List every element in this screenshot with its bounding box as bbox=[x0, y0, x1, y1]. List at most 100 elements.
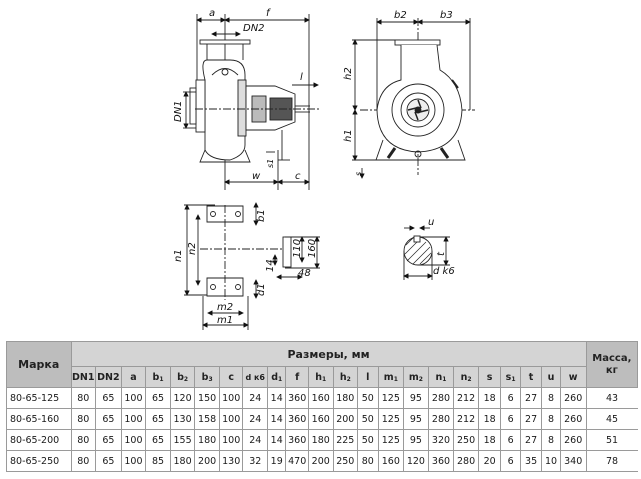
value-cell: 360 bbox=[427, 450, 455, 472]
value-cell: 80 bbox=[70, 450, 97, 472]
column-header-base: s bbox=[505, 371, 512, 383]
column-header-sub: 3 bbox=[208, 375, 213, 383]
column-header-sub: 2 bbox=[346, 375, 351, 383]
value-cell: 130 bbox=[169, 408, 196, 430]
column-header-sub: 1 bbox=[322, 375, 327, 383]
value-cell: 260 bbox=[559, 387, 587, 409]
dim-s: s bbox=[354, 172, 363, 176]
column-header: n1 bbox=[427, 366, 455, 388]
dim-m2: m2 bbox=[217, 302, 233, 313]
value-cell: 18 bbox=[477, 408, 502, 430]
value-cell: 80 bbox=[70, 429, 97, 451]
value-cell: 180 bbox=[307, 429, 334, 451]
value-cell: 8 bbox=[541, 408, 561, 430]
column-header: DN1 bbox=[70, 366, 97, 388]
dim-160: 160 bbox=[307, 239, 318, 258]
model-cell: 80-65-200 bbox=[6, 429, 72, 451]
dim-t: t bbox=[436, 251, 447, 256]
dim-f: f bbox=[266, 8, 271, 19]
dim-dk6: d k6 bbox=[433, 266, 455, 277]
value-cell: 470 bbox=[285, 450, 309, 472]
column-header-base: u bbox=[547, 371, 555, 383]
value-cell: 14 bbox=[267, 429, 287, 451]
column-header: b3 bbox=[194, 366, 220, 388]
column-header-sub: 1 bbox=[511, 375, 516, 383]
drawing-canvas: a f DN2 DN1 l w c s1 bbox=[173, 8, 475, 330]
technical-drawings: a f DN2 DN1 l w c s1 bbox=[173, 8, 475, 330]
column-header: m2 bbox=[403, 366, 429, 388]
column-header-sub: 1 bbox=[393, 375, 398, 383]
value-cell: 24 bbox=[242, 429, 269, 451]
dim-b2: b2 bbox=[394, 10, 407, 21]
value-cell: 100 bbox=[218, 408, 244, 430]
value-cell: 50 bbox=[357, 429, 379, 451]
value-cell: 65 bbox=[95, 429, 122, 451]
value-cell: 65 bbox=[95, 408, 122, 430]
value-cell: 150 bbox=[194, 387, 220, 409]
column-header: s1 bbox=[500, 366, 521, 388]
dim-n1: n1 bbox=[173, 249, 184, 262]
column-header-sub: 2 bbox=[418, 375, 423, 383]
column-header-base: h bbox=[315, 371, 323, 383]
column-header-sub: 2 bbox=[467, 375, 472, 383]
value-cell: 250 bbox=[453, 429, 479, 451]
dim-m1: m1 bbox=[217, 315, 233, 326]
value-cell: 80 bbox=[357, 450, 379, 472]
dim-s1: s1 bbox=[266, 159, 275, 168]
value-cell: 27 bbox=[519, 429, 543, 451]
column-header-base: f bbox=[295, 371, 300, 383]
dim-b1: b1 bbox=[256, 209, 267, 222]
dim-d1: d1 bbox=[256, 283, 267, 296]
value-cell: 225 bbox=[332, 429, 359, 451]
value-cell: 65 bbox=[145, 429, 171, 451]
value-cell: 180 bbox=[332, 387, 359, 409]
column-header: h2 bbox=[332, 366, 359, 388]
column-header-base: m bbox=[383, 371, 394, 383]
column-header-base: DN1 bbox=[72, 371, 95, 383]
value-cell: 360 bbox=[285, 429, 309, 451]
column-header: b1 bbox=[145, 366, 171, 388]
column-header-sub: 1 bbox=[278, 375, 283, 383]
column-header: b2 bbox=[169, 366, 196, 388]
value-cell: 280 bbox=[453, 450, 479, 472]
value-cell: 200 bbox=[332, 408, 359, 430]
value-cell: 125 bbox=[377, 387, 405, 409]
value-cell: 24 bbox=[242, 387, 269, 409]
value-cell: 125 bbox=[377, 408, 405, 430]
value-cell: 250 bbox=[332, 450, 359, 472]
dim-dn2: DN2 bbox=[243, 23, 265, 34]
value-cell: 160 bbox=[307, 408, 334, 430]
column-header-base: m bbox=[408, 371, 419, 383]
column-header-base: DN2 bbox=[97, 371, 120, 383]
column-header-sub: 2 bbox=[183, 375, 189, 383]
dim-u: u bbox=[428, 217, 434, 228]
value-cell: 100 bbox=[218, 429, 244, 451]
dim-w: w bbox=[252, 171, 261, 182]
value-cell: 260 bbox=[559, 408, 587, 430]
header-dimensions-group: Размеры, мм bbox=[70, 341, 587, 367]
header-mass-line1: Масса, bbox=[592, 352, 632, 364]
value-cell: 180 bbox=[169, 450, 196, 472]
value-cell: 160 bbox=[377, 450, 405, 472]
value-cell: 65 bbox=[145, 387, 171, 409]
column-header: l bbox=[357, 366, 379, 388]
value-cell: 10 bbox=[541, 450, 561, 472]
header-marka: Марка bbox=[6, 341, 72, 388]
value-cell: 100 bbox=[120, 408, 147, 430]
value-cell: 200 bbox=[194, 450, 220, 472]
column-header: a bbox=[120, 366, 147, 388]
value-cell: 14 bbox=[267, 387, 287, 409]
value-cell: 340 bbox=[559, 450, 587, 472]
value-cell: 50 bbox=[357, 408, 379, 430]
value-cell: 35 bbox=[519, 450, 543, 472]
value-cell: 100 bbox=[120, 450, 147, 472]
value-cell: 120 bbox=[403, 450, 429, 472]
dim-dn1: DN1 bbox=[173, 100, 184, 122]
column-header-base: c bbox=[228, 371, 234, 383]
column-header-base: t bbox=[528, 371, 534, 383]
dim-14: 14 bbox=[265, 259, 276, 272]
